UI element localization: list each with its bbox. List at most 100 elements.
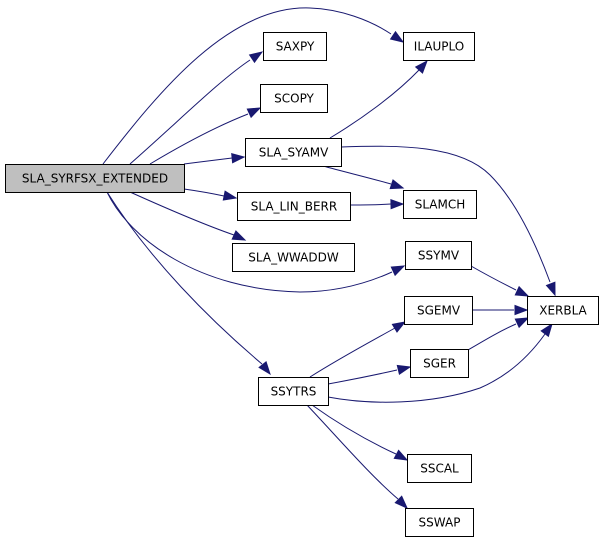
edge-root-to-sla_syamv [183,153,246,165]
edge-line [183,157,233,165]
edge-line [322,165,392,185]
arrowhead-icon [389,30,405,43]
arrowhead-icon [231,230,247,241]
node-label: SCOPY [274,92,314,106]
arrowhead-icon [396,364,412,376]
node-root: SLA_SYRFSX_EXTENDED [5,164,185,193]
edge-root-to-sla_lin_berr [183,188,238,201]
arrowhead-icon [390,198,405,210]
node-label: SLA_SYAMV [259,146,329,160]
nodes-layer: SLA_SYRFSX_EXTENDED SAXPY ILAUPLO SCOPY SLA_… [5,32,599,537]
edge-sgemv-to-xerbla [472,304,529,316]
edge-sger-to-xerbla [467,317,530,351]
edge-line [467,323,517,351]
node-label: SSYTRS [271,385,317,399]
edge-line [149,113,249,165]
node-ilauplo[interactable]: ILAUPLO [403,32,475,61]
edge-line [129,59,251,165]
arrowhead-icon [393,449,409,461]
node-sger[interactable]: SGER [410,349,469,378]
node-label: SAXPY [276,40,315,54]
node-saxpy[interactable]: SAXPY [263,32,327,61]
edge-line [470,265,517,291]
arrowhead-icon [514,304,529,316]
node-box [232,243,355,272]
edge-root-to-saxpy [129,51,264,165]
edge-root-to-ilauplo [102,7,405,165]
node-label: XERBLA [539,304,587,318]
edge-line [327,369,398,385]
node-sla-wwaddw[interactable]: SLA_WWADDW [232,243,355,272]
node-box [403,190,477,219]
node-slamch[interactable]: SLAMCH [403,190,477,219]
arrowhead-icon [514,317,530,329]
node-box [5,164,185,193]
edge-root-to-ssymv [106,191,406,293]
node-box [527,296,599,325]
node-label: SSCAL [420,462,459,476]
arrowhead-icon [514,285,530,297]
arrowhead-icon [222,190,238,201]
node-box [237,192,351,221]
edge-line [129,191,235,236]
node-sgemv[interactable]: SGEMV [404,296,473,325]
edge-sla_syamv-to-xerbla [340,145,556,297]
edge-ssytrs-to-sscal [311,404,409,461]
node-label: SSYMV [418,249,460,263]
edge-sla_lin_berr-to-slamch [349,198,405,210]
node-label: SGEMV [417,304,461,318]
arrowhead-icon [414,59,428,74]
arrowhead-icon [390,265,406,277]
node-sscal[interactable]: SSCAL [407,454,472,483]
edges-layer [102,7,556,510]
edge-line [309,327,396,378]
edge-root-to-sla_wwaddw [129,191,247,241]
edge-line [329,69,420,139]
node-sla-syamv[interactable]: SLA_SYAMV [245,138,342,167]
arrowhead-icon [540,322,553,338]
edge-sla_syamv-to-slamch [322,165,405,190]
node-box [263,32,327,61]
arrowhead-icon [394,495,409,510]
node-ssymv[interactable]: SSYMV [405,241,472,270]
edge-line [306,404,399,500]
node-sla-lin-berr[interactable]: SLA_LIN_BERR [237,192,351,221]
arrowhead-icon [246,107,262,119]
edge-ssytrs-to-xerbla [327,322,553,403]
node-sswap[interactable]: SSWAP [405,508,474,537]
arrowhead-icon [258,360,271,376]
node-label: SLA_SYRFSX_EXTENDED [22,172,168,186]
node-box [403,32,475,61]
arrowhead-icon [389,179,405,190]
arrowhead-icon [391,321,407,333]
edge-ssytrs-to-sgemv [309,321,407,378]
arrowhead-icon [231,153,246,164]
node-scopy[interactable]: SCOPY [260,84,328,113]
node-xerbla[interactable]: XERBLA [527,296,599,325]
node-box [410,349,469,378]
edge-root-to-scopy [149,107,262,165]
node-ssytrs[interactable]: SSYTRS [258,377,329,406]
edge-line [183,188,225,197]
edge-ssytrs-to-sger [327,364,412,385]
node-box [405,508,474,537]
edge-root-to-ssytrs [106,191,271,376]
arrowhead-icon [248,51,264,64]
edge-sla_syamv-to-ilauplo [329,59,428,139]
node-box [405,241,472,270]
node-label: SGER [423,357,456,371]
edge-ssytrs-to-sswap [306,404,409,510]
node-label: SLA_LIN_BERR [251,200,337,214]
node-label: SLAMCH [415,198,466,212]
edge-ssymv-to-xerbla [470,265,530,297]
node-box [407,454,472,483]
edge-line [327,333,546,403]
edge-line [340,145,551,283]
edge-line [102,7,392,165]
node-label: SLA_WWADDW [248,251,339,265]
node-box [260,84,328,113]
edge-line [106,191,393,293]
node-label: ILAUPLO [414,40,464,54]
edge-line [349,203,392,206]
